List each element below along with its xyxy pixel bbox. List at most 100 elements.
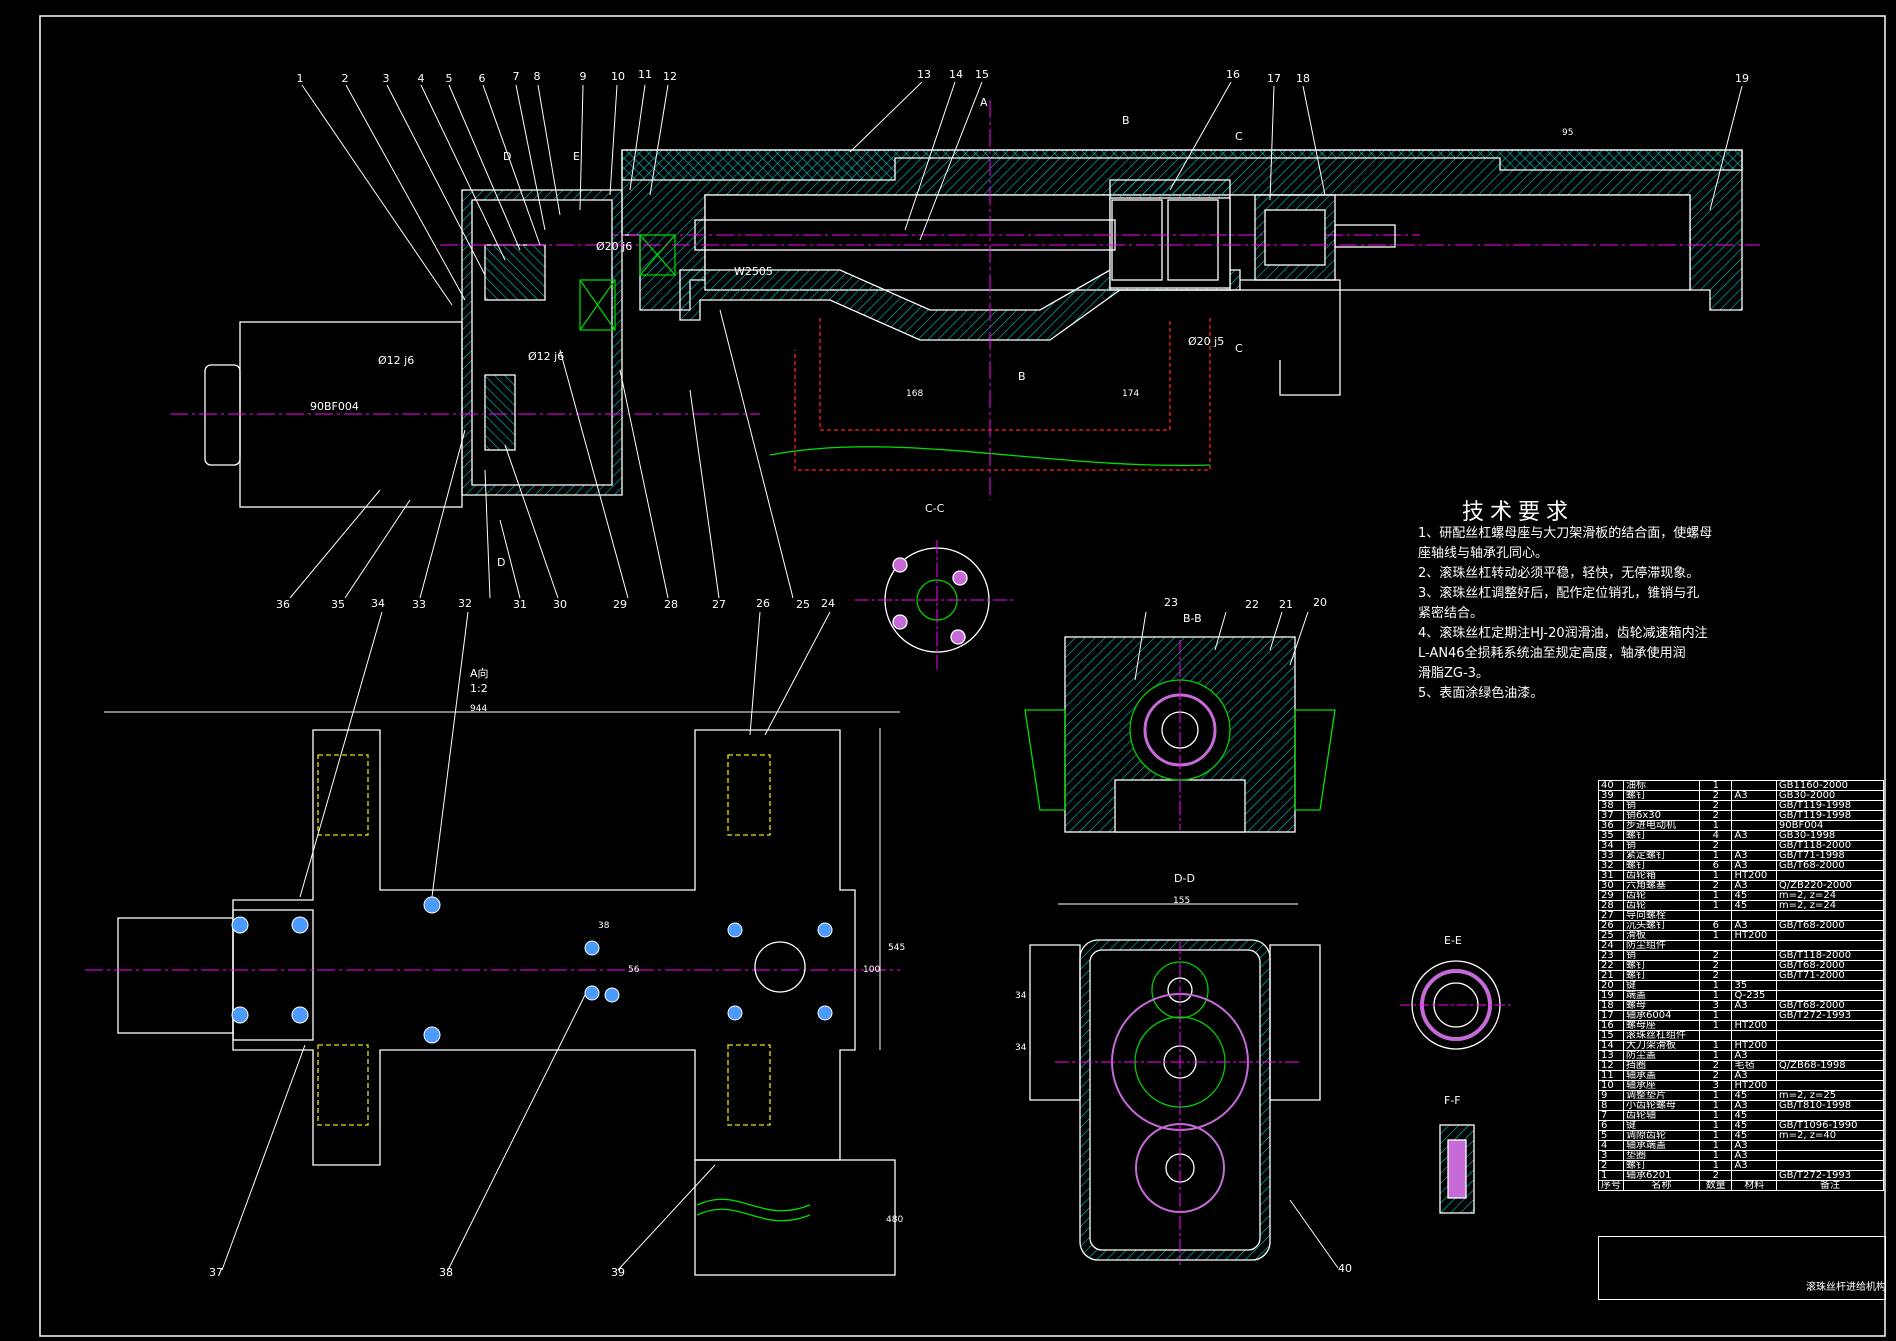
bom-cell-name: 螺钉 <box>1622 860 1701 871</box>
balloon-36: 36 <box>276 598 290 611</box>
bom-cell-no: 10 <box>1598 1080 1624 1091</box>
bom-cell-name: 销 <box>1622 800 1701 811</box>
bom-cell-mat: A3 <box>1731 1150 1777 1161</box>
dim-100: 100 <box>863 965 880 975</box>
view-title-dd: D-D <box>1174 872 1195 885</box>
bom-cell-qty: 1 <box>1699 1100 1733 1111</box>
balloon-22: 22 <box>1245 598 1259 611</box>
bom-cell-name: 导向螺栓 <box>1622 910 1701 921</box>
bom-cell-name: 小齿轮螺母 <box>1622 1100 1701 1111</box>
bom-cell-mat: 45 <box>1731 900 1777 911</box>
motor-boss <box>204 364 241 466</box>
bom-cell-no: 40 <box>1598 780 1624 791</box>
tech-req-line: 5、表面涂绿色油漆。 <box>1418 686 1544 701</box>
bom-cell-no: 4 <box>1598 1140 1624 1151</box>
bom-cell-qty: 1 <box>1699 1120 1733 1131</box>
bom-cell-note: GB/T68-2000 <box>1775 960 1885 971</box>
section-c-c <box>855 540 1015 670</box>
bom-cell-qty: 4 <box>1699 830 1733 841</box>
bom-cell-name: 键 <box>1622 1120 1701 1131</box>
bom-cell-no: 24 <box>1598 940 1624 951</box>
bom-cell-note <box>1775 1140 1885 1151</box>
bom-cell-note: Q/ZB68-1998 <box>1775 1060 1885 1071</box>
break-line-plan <box>696 1198 811 1212</box>
sheet-frame <box>39 15 1886 1337</box>
bom-cell-no: 15 <box>1598 1030 1624 1041</box>
balloon-10: 10 <box>611 70 625 83</box>
balloon-37: 37 <box>209 1266 223 1279</box>
bom-cell-name: 大刀架滑板 <box>1622 1040 1701 1051</box>
bom-cell-qty: 1 <box>1699 1050 1733 1061</box>
view-a-plan <box>85 711 900 1276</box>
balloon-14: 14 <box>949 68 963 81</box>
bom-cell-no: 11 <box>1598 1070 1624 1081</box>
view-title-cc: C-C <box>925 502 945 515</box>
section-e-e <box>1400 960 1512 1050</box>
bom-cell-no: 32 <box>1598 860 1624 871</box>
bom-cell-mat: HT200 <box>1731 1080 1777 1091</box>
balloon-6: 6 <box>479 72 486 85</box>
bom-cell-no: 1 <box>1598 1170 1624 1181</box>
bom-cell-qty: 1 <box>1699 1110 1733 1121</box>
bom-cell-mat: A3 <box>1731 1000 1777 1011</box>
section-mark-c-top: C <box>1235 130 1243 143</box>
view-title-bb: B-B <box>1183 612 1202 625</box>
balloon-40: 40 <box>1338 1262 1352 1275</box>
bom-cell-note <box>1775 1020 1885 1031</box>
bom-cell-no: 6 <box>1598 1120 1624 1131</box>
bom-cell-name: 齿轮箱 <box>1622 870 1701 881</box>
bom-cell-no: 16 <box>1598 1020 1624 1031</box>
motor-code: 90BF004 <box>310 400 359 413</box>
bearing-left <box>579 279 616 331</box>
bom-cell-qty: 6 <box>1699 920 1733 931</box>
balloon-38: 38 <box>439 1266 453 1279</box>
bom-cell-mat <box>1731 940 1777 951</box>
bom-cell-note <box>1775 1070 1885 1081</box>
ball-nut-b <box>1167 199 1219 281</box>
bom-cell-note <box>1775 980 1885 991</box>
plan-bolt-holes <box>231 896 833 1044</box>
bom-cell-mat <box>1731 970 1777 981</box>
bom-cell-qty: 3 <box>1699 1000 1733 1011</box>
bom-cell-name: 挡圈 <box>1622 1060 1701 1071</box>
bearing-screw-left <box>639 234 676 276</box>
dim-545: 545 <box>888 943 905 953</box>
bom-cell-note <box>1775 1150 1885 1161</box>
balloon-numbers: 1 2 3 4 5 6 7 8 9 10 11 12 13 14 15 16 1… <box>209 68 1749 1279</box>
bom-cell-note <box>1775 870 1885 881</box>
gear-top <box>484 244 546 301</box>
bom-cell-no: 18 <box>1598 1000 1624 1011</box>
section-mark-b-bottom: B <box>1018 370 1026 383</box>
bom-cell-name: 键 <box>1622 980 1701 991</box>
bom-cell-mat: HT200 <box>1731 930 1777 941</box>
bom-cell-note: GB/T68-2000 <box>1775 860 1885 871</box>
balloon-13: 13 <box>917 68 931 81</box>
bom-cell-mat <box>1731 840 1777 851</box>
bom-cell-mat: 45 <box>1731 1130 1777 1141</box>
bom-cell-mat: A3 <box>1731 1160 1777 1171</box>
bom-cell-name: 螺钉 <box>1622 830 1701 841</box>
bom-cell-qty: 1 <box>1699 820 1733 831</box>
balloon-8: 8 <box>534 70 541 83</box>
bom-cell-qty: 1 <box>1699 850 1733 861</box>
balloon-4: 4 <box>418 72 425 85</box>
view-title-ee: E-E <box>1444 934 1462 947</box>
bom-cell-name: 销 <box>1622 950 1701 961</box>
balloon-24: 24 <box>821 597 835 610</box>
bom-cell-mat: HT200 <box>1731 1020 1777 1031</box>
